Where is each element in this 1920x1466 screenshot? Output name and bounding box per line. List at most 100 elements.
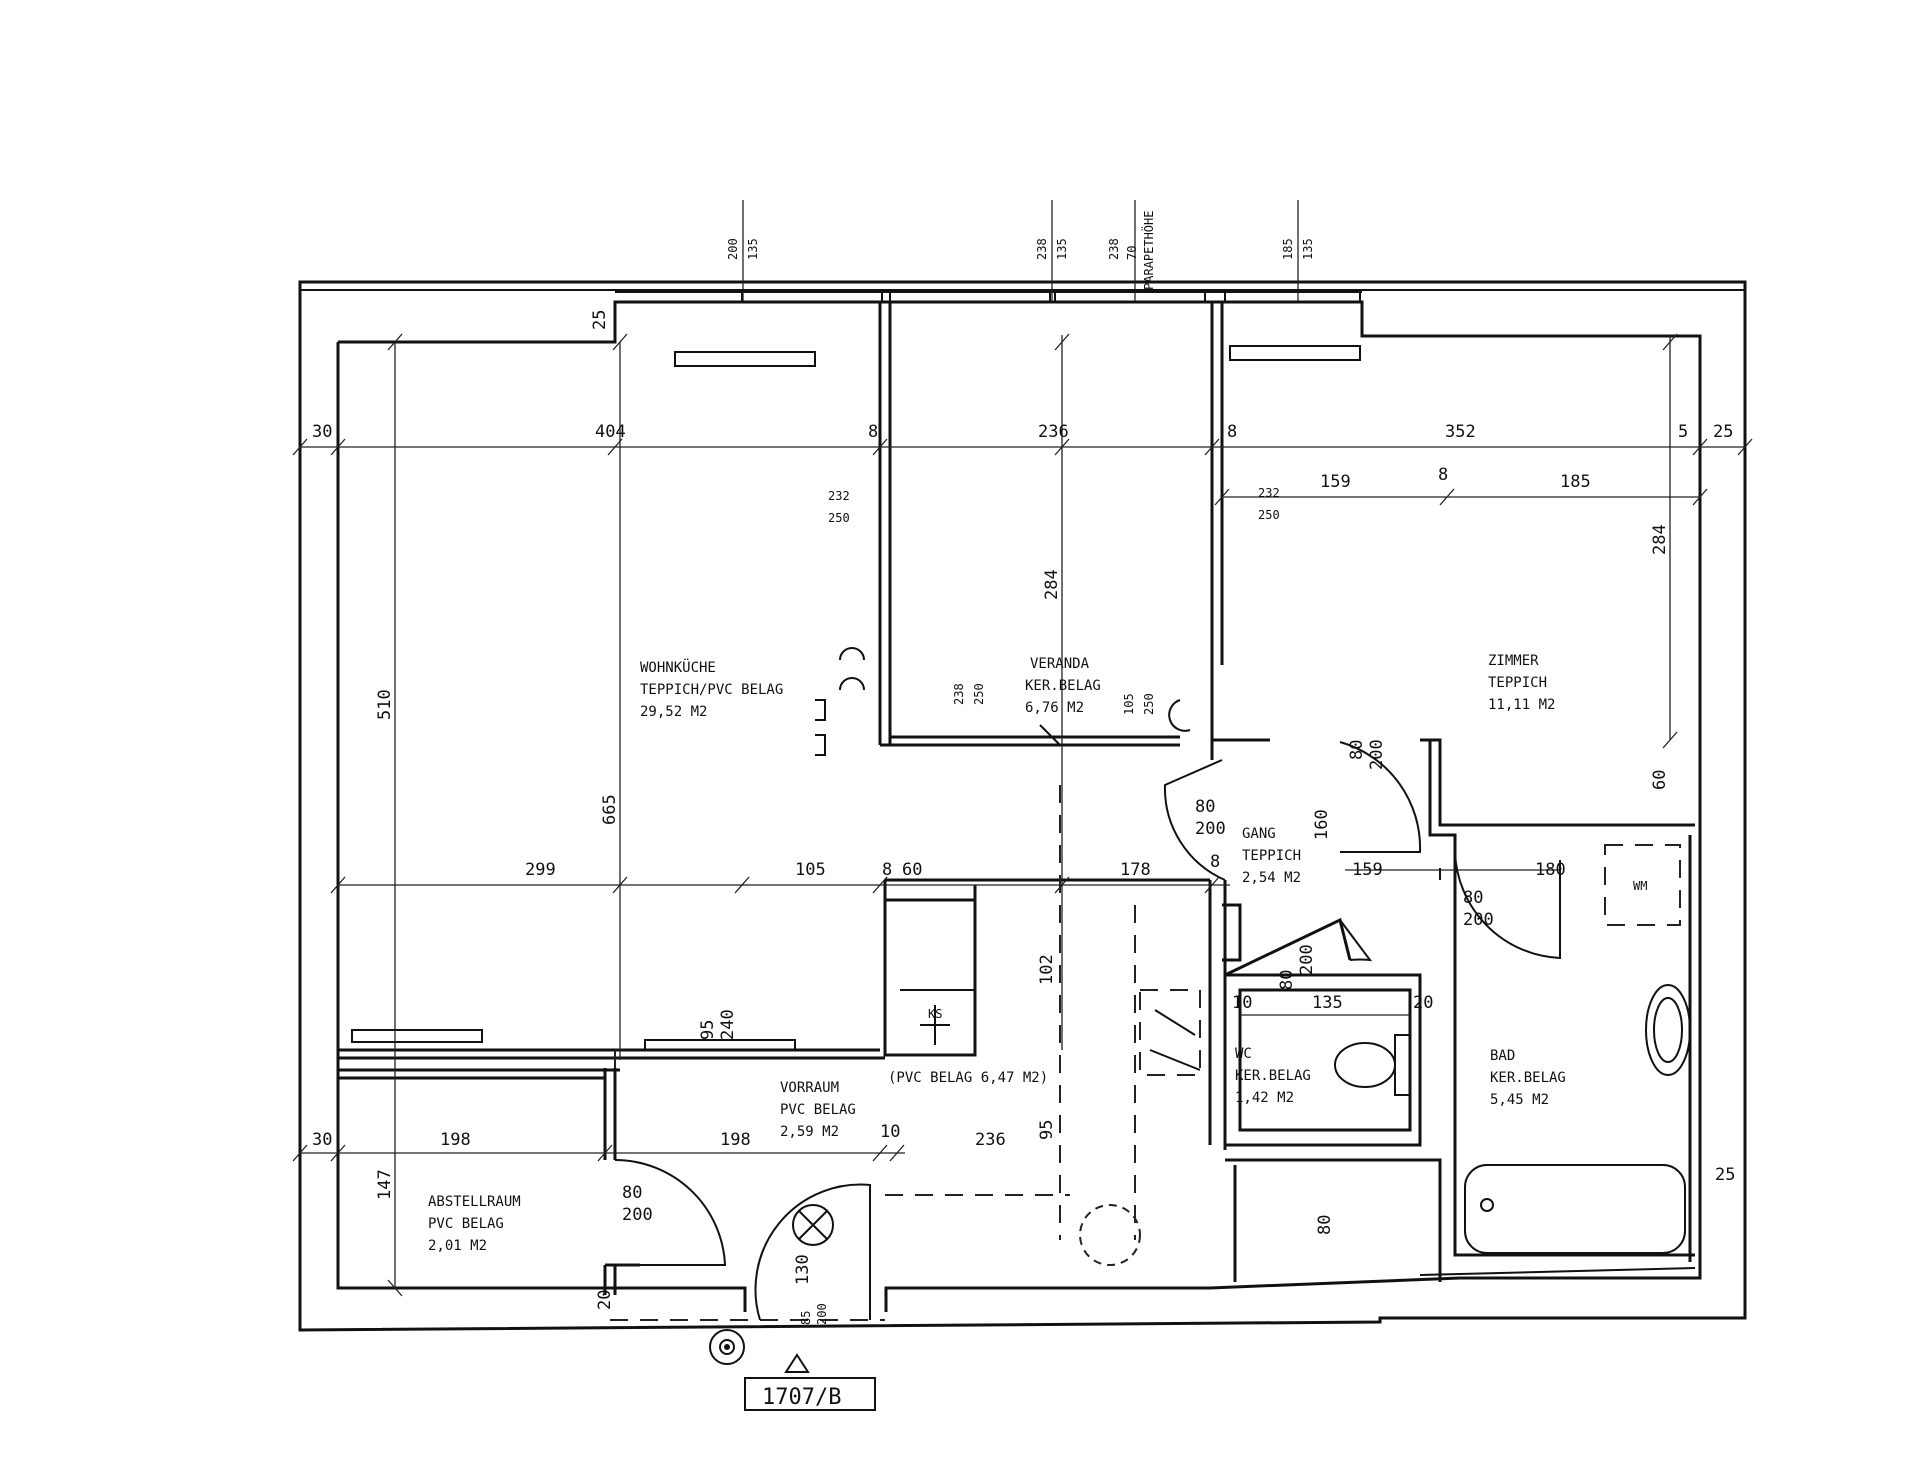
room-gang-area: 2,54 M2 bbox=[1242, 870, 1301, 886]
dim-top-352: 352 bbox=[1445, 422, 1476, 442]
room-zimmer-floor: TEPPICH bbox=[1488, 675, 1547, 691]
dim-bad-80: 80 bbox=[1463, 888, 1483, 908]
top-label-w3a: 238 bbox=[1107, 238, 1121, 260]
room-vorraum-floor: PVC BELAG bbox=[780, 1102, 856, 1118]
room-bad-floor: KER.BELAG bbox=[1490, 1070, 1566, 1086]
dim-d-80: 80 bbox=[1347, 740, 1367, 760]
room-veranda-floor: KER.BELAG bbox=[1025, 678, 1101, 694]
dim-z-250: 250 bbox=[1258, 508, 1280, 522]
top-label-w1b: 135 bbox=[746, 238, 760, 260]
room-zimmer-name: ZIMMER bbox=[1488, 653, 1539, 669]
room-labels: WOHNKÜCHE TEPPICH/PVC BELAG 29,52 M2 VER… bbox=[428, 653, 1566, 1254]
dim-v-105: 105 bbox=[1122, 693, 1136, 715]
room-wc-name: WC bbox=[1235, 1046, 1252, 1062]
dim-wc-20: 20 bbox=[1413, 993, 1433, 1013]
dim-left-510: 510 bbox=[375, 689, 395, 720]
dim-gang-160: 160 bbox=[1312, 809, 1332, 840]
door-swings bbox=[614, 741, 1696, 1321]
dim-abst-200: 200 bbox=[622, 1205, 653, 1225]
top-label-w2a: 238 bbox=[1035, 238, 1049, 260]
top-label-w1a: 200 bbox=[726, 238, 740, 260]
dim-top-404: 404 bbox=[595, 422, 626, 442]
inner-walls bbox=[338, 302, 1695, 1295]
dim-bot-198a: 198 bbox=[440, 1130, 471, 1150]
dim-bot-10: 10 bbox=[880, 1122, 900, 1142]
dim-zimmer-185: 185 bbox=[1560, 472, 1591, 492]
room-veranda-area: 6,76 M2 bbox=[1025, 700, 1084, 716]
dim-mid-299: 299 bbox=[525, 860, 556, 880]
dimension-lines bbox=[292, 333, 1753, 1297]
dim-mid-8: 8 bbox=[882, 860, 892, 880]
dim-z-232: 232 bbox=[1258, 486, 1280, 500]
room-gang-floor: TEPPICH bbox=[1242, 848, 1301, 864]
room-wc-floor: KER.BELAG bbox=[1235, 1068, 1311, 1084]
dim-mid-60: 60 bbox=[902, 860, 922, 880]
dim-v-238: 238 bbox=[952, 683, 966, 705]
top-label-w4b: 135 bbox=[1301, 238, 1315, 260]
dim-bot-30: 30 bbox=[312, 1130, 332, 1150]
dim-top-5: 5 bbox=[1678, 422, 1688, 442]
unit-label: 1707/B bbox=[762, 1385, 841, 1410]
dashed-lines bbox=[610, 785, 1681, 1321]
room-abstellraum-name: ABSTELLRAUM bbox=[428, 1194, 521, 1210]
room-wohnkueche-floor: TEPPICH/PVC BELAG bbox=[640, 682, 783, 698]
dim-zimmer-284: 284 bbox=[1650, 524, 1670, 555]
dim-wall-25: 25 bbox=[590, 310, 610, 330]
label-ks: KS bbox=[928, 1007, 942, 1021]
dim-top-30: 30 bbox=[312, 422, 332, 442]
dim-k-250: 250 bbox=[828, 511, 850, 525]
dim-bad-180: 180 bbox=[1535, 860, 1566, 880]
dim-wc-80: 80 bbox=[1277, 970, 1297, 990]
dim-v-95: 95 bbox=[1037, 1120, 1057, 1140]
dim-d-200: 200 bbox=[1367, 739, 1387, 770]
fixtures bbox=[709, 647, 1691, 1411]
dim-wc-200: 200 bbox=[1297, 944, 1317, 975]
dim-low-80: 80 bbox=[1315, 1215, 1335, 1235]
dim-v-250b: 250 bbox=[1142, 693, 1156, 715]
room-abstellraum-area: 2,01 M2 bbox=[428, 1238, 487, 1254]
dim-g-200: 200 bbox=[1195, 819, 1226, 839]
room-wohnkueche-name: WOHNKÜCHE bbox=[640, 658, 716, 676]
dim-bad-200: 200 bbox=[1463, 910, 1494, 930]
dim-wc-135: 135 bbox=[1312, 993, 1343, 1013]
dim-abst-80: 80 bbox=[622, 1183, 642, 1203]
top-window-labels: 200 135 238 135 238 70 PARAPETHÖHE 185 1… bbox=[726, 211, 1315, 290]
dim-top-236: 236 bbox=[1038, 422, 1069, 442]
dim-veranda-284: 284 bbox=[1042, 569, 1062, 600]
dim-mid-178: 178 bbox=[1120, 860, 1151, 880]
dim-bot-236: 236 bbox=[975, 1130, 1006, 1150]
room-abstellraum-floor: PVC BELAG bbox=[428, 1216, 504, 1232]
room-vorraum-name: VORRAUM bbox=[780, 1080, 839, 1096]
room-vorraum-area: 2,59 M2 bbox=[780, 1124, 839, 1140]
top-label-w4a: 185 bbox=[1281, 238, 1295, 260]
dim-mid-105: 105 bbox=[795, 860, 826, 880]
dim-bad-60: 60 bbox=[1650, 770, 1670, 790]
room-wohnkueche-area: 29,52 M2 bbox=[640, 704, 707, 720]
room-bad-name: BAD bbox=[1490, 1048, 1515, 1064]
dim-entry-200: 200 bbox=[815, 1303, 829, 1325]
dim-left-665: 665 bbox=[600, 794, 620, 825]
top-label-w2b: 135 bbox=[1055, 238, 1069, 260]
room-vorraum-note: (PVC BELAG 6,47 M2) bbox=[888, 1070, 1048, 1086]
dim-left-147: 147 bbox=[375, 1169, 395, 1200]
room-bad-area: 5,45 M2 bbox=[1490, 1092, 1549, 1108]
dim-k-95: 95 bbox=[698, 1020, 718, 1040]
dim-top-8a: 8 bbox=[868, 422, 878, 442]
dim-entry-130: 130 bbox=[793, 1254, 813, 1285]
dim-zimmer-159: 159 bbox=[1320, 472, 1351, 492]
dim-v-102: 102 bbox=[1037, 954, 1057, 985]
outer-walls bbox=[298, 280, 1747, 1332]
window-leaders bbox=[741, 200, 1361, 303]
top-label-w3c: PARAPETHÖHE bbox=[1140, 211, 1156, 290]
label-wm: WM bbox=[1633, 879, 1647, 893]
dim-bot-198b: 198 bbox=[720, 1130, 751, 1150]
dim-right-25: 25 bbox=[1715, 1165, 1735, 1185]
dim-k-232: 232 bbox=[828, 489, 850, 503]
room-gang-name: GANG bbox=[1242, 826, 1276, 842]
dim-k-240: 240 bbox=[718, 1009, 738, 1040]
dim-abst-20: 20 bbox=[595, 1290, 615, 1310]
room-wc-area: 1,42 M2 bbox=[1235, 1090, 1294, 1106]
dim-zimmer-8: 8 bbox=[1438, 465, 1448, 485]
dim-v-250: 250 bbox=[972, 683, 986, 705]
